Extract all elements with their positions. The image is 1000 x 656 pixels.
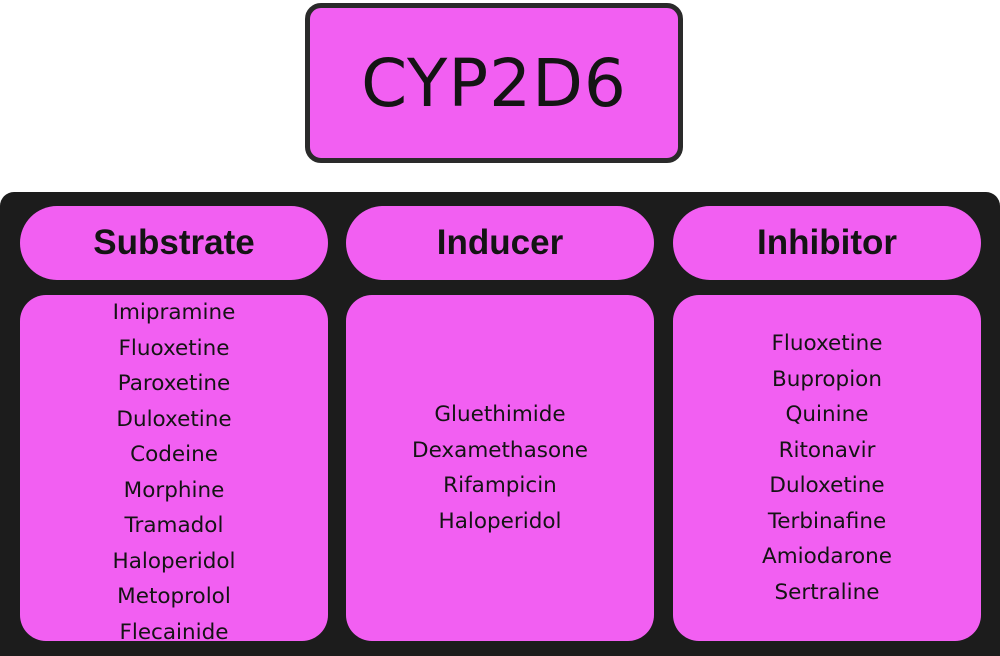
list-item: Metoprolol [117, 584, 231, 609]
list-item: Bupropion [772, 366, 882, 392]
title-box: CYP2D6 [305, 3, 683, 163]
substrate-header: Substrate [20, 206, 328, 280]
list-item: Gluethimide [434, 402, 566, 427]
list-item: Haloperidol [112, 548, 236, 574]
list-item: Duloxetine [116, 406, 232, 432]
diagram-title: CYP2D6 [361, 44, 627, 122]
list-item: Morphine [123, 477, 225, 503]
inhibitor-header: Inhibitor [673, 206, 981, 280]
list-item: Codeine [130, 442, 218, 467]
list-item: Duloxetine [769, 473, 885, 498]
list-item: Paroxetine [117, 371, 231, 396]
list-item: Dexamethasone [412, 437, 588, 463]
list-item: Fluoxetine [771, 331, 883, 356]
list-item: Flecainide [119, 619, 229, 645]
list-item: Amiodarone [762, 544, 892, 569]
inducer-header: Inducer [346, 206, 654, 280]
list-item: Terbinafine [767, 508, 887, 534]
list-item: Haloperidol [438, 508, 562, 534]
list-item: Sertraline [774, 579, 880, 605]
list-item: Tramadol [124, 513, 224, 538]
list-item: Ritonavir [778, 437, 876, 463]
list-item: Imipramine [112, 300, 236, 325]
list-item: Rifampicin [443, 473, 557, 498]
list-item: Quinine [785, 402, 869, 427]
list-item: Fluoxetine [118, 335, 230, 361]
